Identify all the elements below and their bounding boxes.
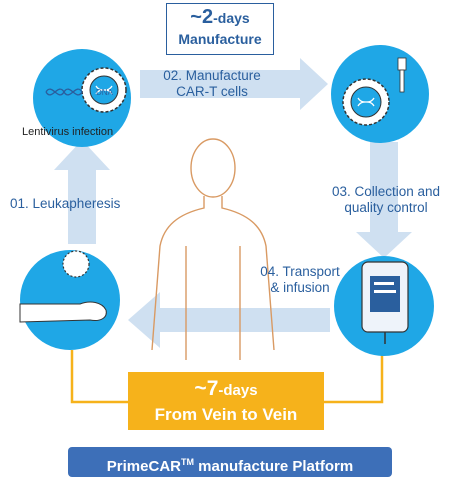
lentivirus-label: Lentivirus infection: [22, 126, 114, 138]
arrow-step-01: [54, 140, 110, 244]
duration-number: 7: [206, 377, 219, 400]
platform-banner: PrimeCARTM manufacture Platform: [68, 447, 392, 477]
step-04-label: 04. Transport & infusion: [248, 264, 352, 296]
step-02-line1: 02. Manufacture: [163, 68, 261, 83]
duration-unit: -days: [213, 10, 250, 26]
arrow-step-04: [128, 292, 330, 348]
step-02-label: 02. Manufacture CAR-T cells: [146, 68, 278, 100]
duration-unit: -days: [218, 382, 258, 399]
vein-to-vein-connector: [70, 350, 128, 404]
circle-leukapheresis: [20, 250, 120, 350]
expanded-t-cell-icon: [342, 78, 390, 126]
trademark-mark: TM: [180, 457, 194, 467]
duration-number: 2: [201, 6, 214, 28]
duration-label: From Vein to Vein: [154, 405, 298, 424]
dna-helix-icon: [45, 88, 83, 96]
approx-symbol: ~: [190, 6, 202, 28]
step-03-line2: quality control: [344, 200, 428, 215]
human-body-outline: [151, 138, 275, 360]
dna-label: DNA: [96, 88, 114, 97]
infusion-bag-icon: [361, 261, 409, 344]
platform-rest: manufacture Platform: [193, 458, 354, 475]
step-02-line2: CAR-T cells: [176, 84, 248, 99]
step-03-label: 03. Collection and quality control: [316, 184, 456, 216]
step-04-line2: & infusion: [270, 280, 330, 295]
t-cell-icon: [81, 67, 127, 113]
pipette-icon: [397, 57, 407, 93]
arm-icon: [19, 301, 107, 323]
arrow-step-03: [356, 142, 412, 258]
step-01-label: 01. Leukapheresis: [10, 196, 121, 211]
collected-cell-icon: [62, 250, 90, 278]
arrow-step-02: [140, 58, 328, 110]
vein-to-vein-connector-right: [324, 350, 384, 404]
platform-name: PrimeCAR: [106, 458, 181, 475]
manufacture-duration-box: ~2-days Manufacture: [166, 3, 274, 55]
approx-symbol: ~: [194, 377, 207, 400]
duration-label: Manufacture: [178, 31, 262, 47]
step-03-line1: 03. Collection and: [331, 184, 441, 199]
vein-to-vein-duration-box: ~7-days From Vein to Vein: [128, 372, 324, 430]
step-04-line1: 04. Transport: [260, 264, 340, 279]
